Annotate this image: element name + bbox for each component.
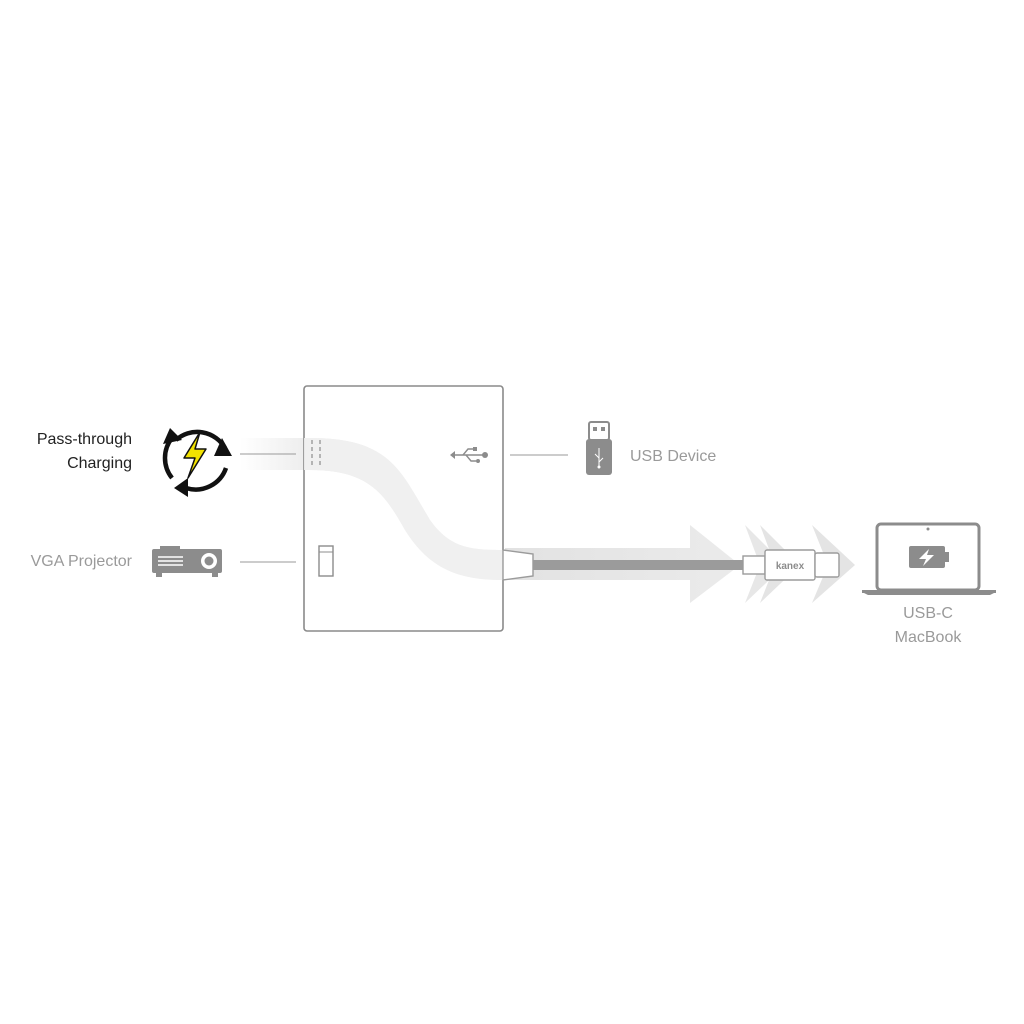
laptop-battery-icon [862, 522, 996, 595]
pass-through-line1: Pass-through [36, 431, 132, 448]
usb-stick-icon [586, 421, 612, 475]
leader-lines [240, 453, 568, 563]
charging-cycle-icon [162, 428, 232, 497]
usb-symbol-icon [450, 447, 488, 463]
macbook-line1: USB-C [903, 605, 953, 622]
connector-brand: kanex [776, 561, 805, 572]
vga-projector-label: VGA Projector [30, 553, 132, 570]
projector-icon [152, 546, 222, 577]
vga-port-icon [318, 545, 334, 577]
power-port [311, 440, 321, 468]
pass-through-line2: Charging [67, 455, 132, 472]
usb-c-macbook-label: USB-C MacBook [868, 602, 988, 650]
usb-c-cable: kanex [502, 549, 840, 581]
hub-body [303, 385, 504, 632]
pass-through-charging-label: Pass-through Charging [20, 428, 132, 476]
usb-device-label: USB Device [630, 448, 717, 465]
macbook-line2: MacBook [894, 629, 962, 646]
